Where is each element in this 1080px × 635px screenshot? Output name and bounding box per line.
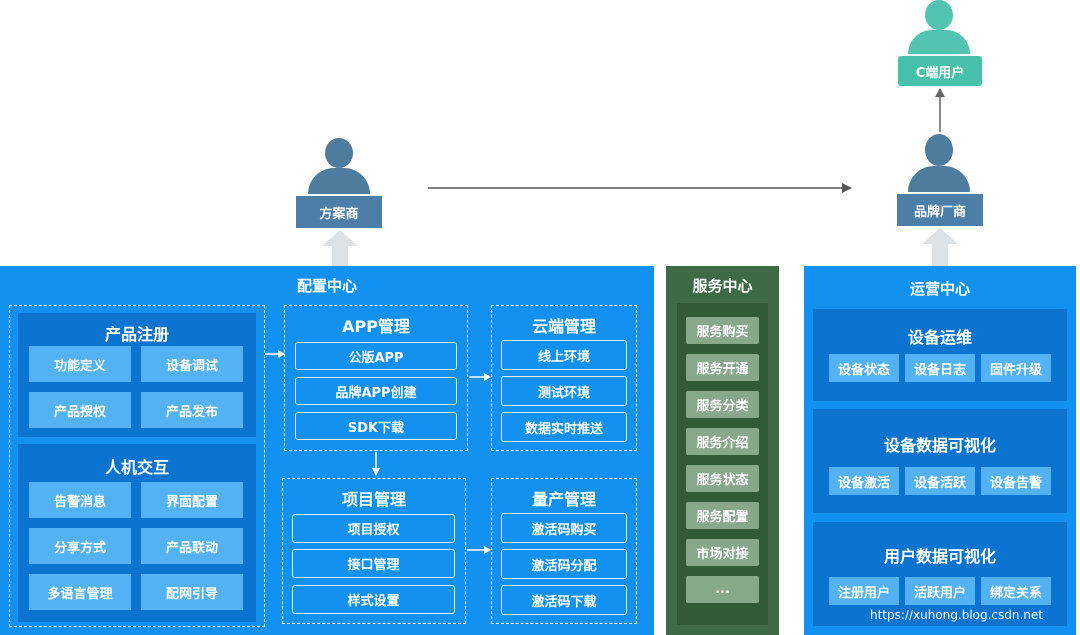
- service-status-button[interactable]: 服务状态: [686, 465, 759, 492]
- product-register-title: 产品注册: [104, 325, 169, 344]
- code-purchase-button[interactable]: 激活码购买: [501, 513, 627, 543]
- code-download-button[interactable]: 激活码下载: [501, 585, 627, 615]
- device-viz-title: 设备数据可视化: [883, 436, 996, 455]
- realtime-push-button[interactable]: 数据实时推送: [501, 412, 627, 442]
- device-ops-title: 设备运维: [907, 328, 972, 347]
- app-mgmt-title: APP管理: [342, 317, 410, 336]
- project-auth-button[interactable]: 项目授权: [292, 514, 455, 543]
- big-up-arrow-right: [922, 228, 958, 266]
- service-center-title: 服务中心: [692, 277, 753, 295]
- device-activate-button[interactable]: 设备激活: [829, 467, 899, 495]
- service-purchase-button[interactable]: 服务购买: [686, 317, 759, 344]
- brand-vendor-label: 品牌厂商: [897, 194, 983, 226]
- share-method-button[interactable]: 分享方式: [29, 528, 131, 564]
- user-viz-title: 用户数据可视化: [883, 547, 996, 566]
- device-status-button[interactable]: 设备状态: [829, 354, 899, 382]
- solution-provider-label: 方案商: [296, 196, 382, 228]
- registered-user-button[interactable]: 注册用户: [829, 577, 899, 605]
- device-active-button[interactable]: 设备活跃: [905, 467, 975, 495]
- device-alarm-button[interactable]: 设备告警: [981, 467, 1051, 495]
- service-config-button[interactable]: 服务配置: [686, 502, 759, 529]
- api-mgmt-button[interactable]: 接口管理: [292, 549, 455, 578]
- app-mgmt-frame: [284, 305, 468, 451]
- ops-center-title: 运营中心: [909, 280, 970, 298]
- network-guide-button[interactable]: 配网引导: [141, 574, 243, 610]
- online-env-button[interactable]: 线上环境: [501, 340, 627, 370]
- sdk-download-button[interactable]: SDK下载: [295, 412, 457, 440]
- service-open-button[interactable]: 服务开通: [686, 354, 759, 381]
- service-category-button[interactable]: 服务分类: [686, 391, 759, 418]
- user-viz-box: [813, 522, 1067, 626]
- more-button[interactable]: ...: [686, 576, 759, 603]
- brand-app-create-button[interactable]: 品牌APP创建: [295, 377, 457, 405]
- ui-config-button[interactable]: 界面配置: [141, 482, 243, 518]
- device-log-button[interactable]: 设备日志: [905, 354, 975, 382]
- alarm-message-button[interactable]: 告警消息: [29, 482, 131, 518]
- cloud-mgmt-title: 云端管理: [531, 317, 596, 336]
- solution-provider-icon: [308, 138, 370, 194]
- c-user-label: C端用户: [898, 56, 982, 86]
- left-group-frame: [9, 305, 265, 627]
- arrow-up-icon: [935, 88, 945, 132]
- big-up-arrow-left: [322, 230, 358, 266]
- market-connect-button[interactable]: 市场对接: [686, 539, 759, 566]
- multi-language-button[interactable]: 多语言管理: [29, 574, 131, 610]
- device-viz-box: [813, 409, 1067, 513]
- device-debug-button[interactable]: 设备调试: [141, 346, 243, 382]
- binding-relation-button[interactable]: 绑定关系: [981, 577, 1051, 605]
- public-app-button[interactable]: 公版APP: [295, 342, 457, 370]
- product-publish-button[interactable]: 产品发布: [141, 392, 243, 428]
- firmware-upgrade-button[interactable]: 固件升级: [981, 354, 1051, 382]
- test-env-button[interactable]: 测试环境: [501, 376, 627, 406]
- brand-vendor-icon: [908, 134, 970, 192]
- product-auth-button[interactable]: 产品授权: [29, 392, 131, 428]
- service-intro-button[interactable]: 服务介绍: [686, 428, 759, 455]
- arrow-right-icon: [428, 183, 852, 193]
- cloud-mgmt-frame: [491, 305, 637, 451]
- watermark: https://xuhong.blog.csdn.net: [870, 608, 1044, 622]
- product-linkage-button[interactable]: 产品联动: [141, 528, 243, 564]
- config-center-title: 配置中心: [296, 277, 357, 295]
- style-settings-button[interactable]: 样式设置: [292, 585, 455, 614]
- code-assign-button[interactable]: 激活码分配: [501, 549, 627, 579]
- mass-production-frame: [491, 478, 637, 624]
- project-mgmt-title: 项目管理: [341, 490, 406, 509]
- c-user-icon: [908, 0, 970, 56]
- active-user-button[interactable]: 活跃用户: [905, 577, 975, 605]
- arrow-right-small-3: [467, 546, 491, 554]
- project-mgmt-frame: [282, 478, 466, 624]
- arrow-right-small-1: [265, 350, 285, 358]
- hmi-title: 人机交互: [104, 458, 169, 477]
- arrow-right-small-2: [469, 373, 491, 381]
- arrow-down-small: [372, 452, 380, 476]
- mass-production-title: 量产管理: [531, 490, 596, 509]
- function-define-button[interactable]: 功能定义: [29, 346, 131, 382]
